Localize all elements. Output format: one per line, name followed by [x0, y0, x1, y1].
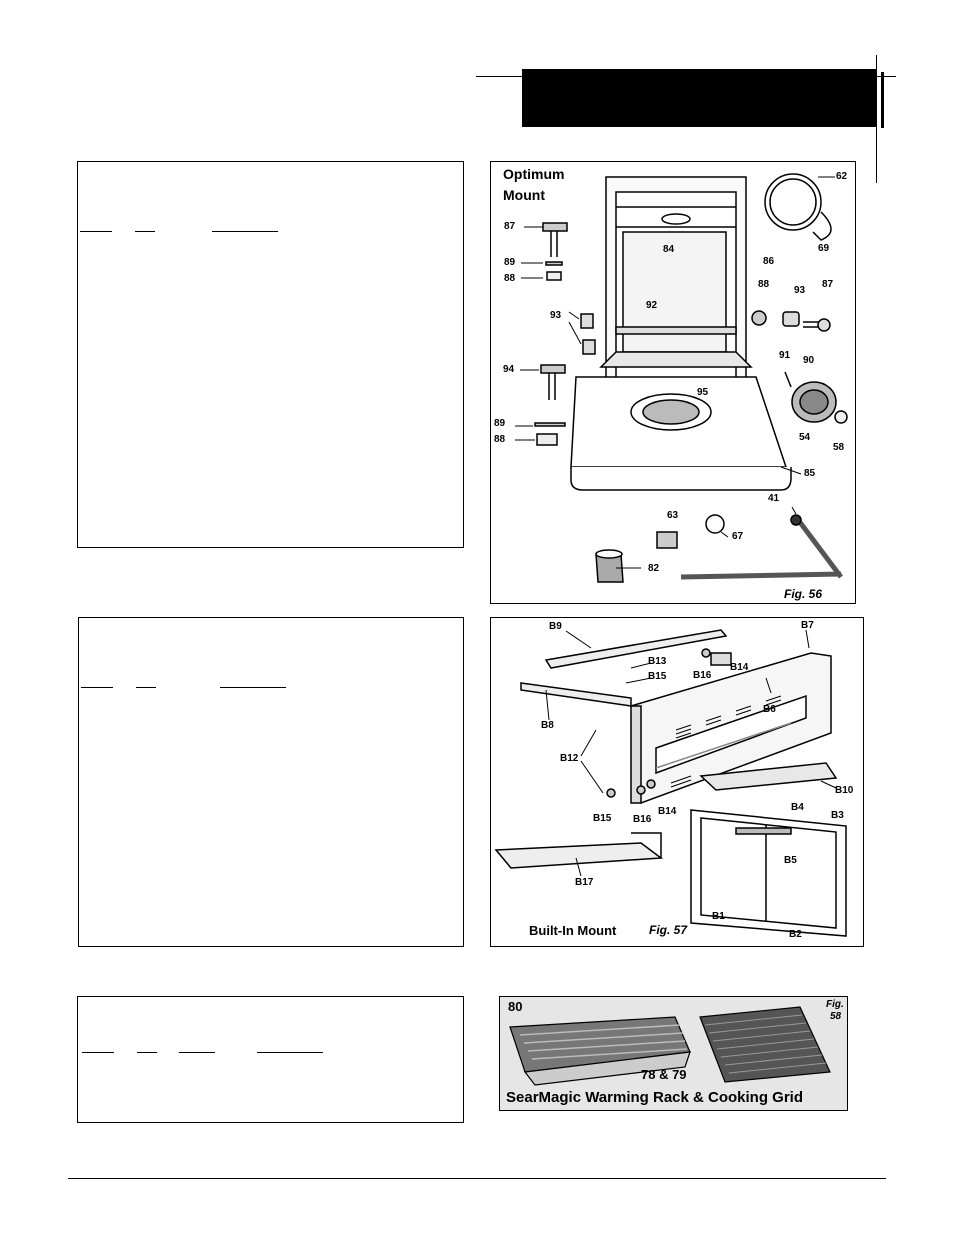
part-label: 88 [494, 434, 506, 445]
figure-56-title-line1: Optimum [503, 166, 565, 182]
part-label: 54 [799, 432, 811, 443]
column-rule [136, 687, 156, 688]
part-label: 62 [836, 171, 848, 182]
part-label: 63 [667, 510, 679, 521]
part-label: 69 [818, 243, 830, 254]
part-label: B3 [831, 810, 844, 821]
footer-rule [68, 1178, 886, 1179]
column-rule [137, 1052, 157, 1053]
header-bar-edge [881, 72, 884, 128]
part-label: B4 [791, 802, 804, 813]
section-header-bar [522, 69, 876, 127]
figure-58-label-line2: 58 [830, 1011, 842, 1022]
figure-57-label: Fig. 57 [649, 923, 688, 937]
part-label: 94 [503, 364, 515, 375]
column-rule [220, 687, 286, 688]
figure-56-label: Fig. 56 [784, 587, 823, 601]
part-label: B6 [763, 704, 776, 715]
header-crop-line [876, 55, 877, 183]
part-label: B15 [648, 671, 667, 682]
part-label: 88 [504, 273, 516, 284]
part-label: B2 [789, 929, 802, 940]
part-label: 87 [822, 279, 834, 290]
column-rule [82, 1052, 114, 1053]
figure-57-built-in-mount: B9 B7 B13 B15 B16 B14 B8 B6 B12 B10 B15 … [490, 617, 864, 947]
part-label-grid: 78 & 79 [641, 1067, 687, 1082]
part-label: 82 [648, 563, 660, 574]
part-label: 58 [833, 442, 845, 453]
column-rule [179, 1052, 215, 1053]
part-label: B14 [730, 662, 749, 673]
part-label: B13 [648, 656, 667, 667]
part-label: 88 [758, 279, 770, 290]
parts-list-box-searmagic [77, 996, 464, 1123]
searmagic-drawing [509, 1006, 831, 1086]
part-label: B7 [801, 620, 814, 631]
part-label: 93 [550, 310, 562, 321]
part-label: B1 [712, 911, 725, 922]
part-label: 89 [504, 257, 516, 268]
part-label: 67 [732, 531, 744, 542]
figure-58-searmagic: 80 78 & 79 Fig. 58 SearMagic Warming Rac… [499, 996, 848, 1111]
part-label: B14 [658, 806, 677, 817]
part-label: B16 [693, 670, 712, 681]
part-label: B10 [835, 785, 854, 796]
figure-56-optimum-mount: Optimum Mount 62 69 87 89 88 84 86 88 93… [490, 161, 856, 604]
part-label: B16 [633, 814, 652, 825]
part-label: 91 [779, 350, 791, 361]
parts-list-box-builtin [78, 617, 464, 947]
column-rule [212, 231, 278, 232]
part-label: 86 [763, 256, 775, 267]
part-label: 93 [794, 285, 806, 296]
column-rule [80, 231, 112, 232]
column-rule [81, 687, 113, 688]
part-label: B15 [593, 813, 612, 824]
part-label: B9 [549, 621, 562, 632]
parts-list-box-optimum [77, 161, 464, 548]
optimum-mount-drawing [515, 173, 848, 583]
part-label: 84 [663, 244, 675, 255]
part-label: 92 [646, 300, 658, 311]
part-label: 95 [697, 387, 709, 398]
part-label: 90 [803, 355, 815, 366]
figure-57-caption: Built-In Mount [529, 923, 617, 938]
figure-56-title-line2: Mount [503, 187, 545, 203]
figure-58-caption: SearMagic Warming Rack & Cooking Grid [506, 1089, 804, 1106]
part-label: B17 [575, 877, 594, 888]
part-label-rack: 80 [508, 999, 523, 1014]
column-rule [135, 231, 155, 232]
part-label: B8 [541, 720, 554, 731]
part-label: B5 [784, 855, 797, 866]
figure-58-label-line1: Fig. [826, 999, 844, 1010]
part-label: 85 [804, 468, 816, 479]
part-label: 41 [768, 493, 780, 504]
built-in-mount-drawing [494, 629, 847, 937]
part-label: 89 [494, 418, 506, 429]
part-label: B12 [560, 753, 579, 764]
column-rule [257, 1052, 323, 1053]
part-label: 87 [504, 221, 516, 232]
